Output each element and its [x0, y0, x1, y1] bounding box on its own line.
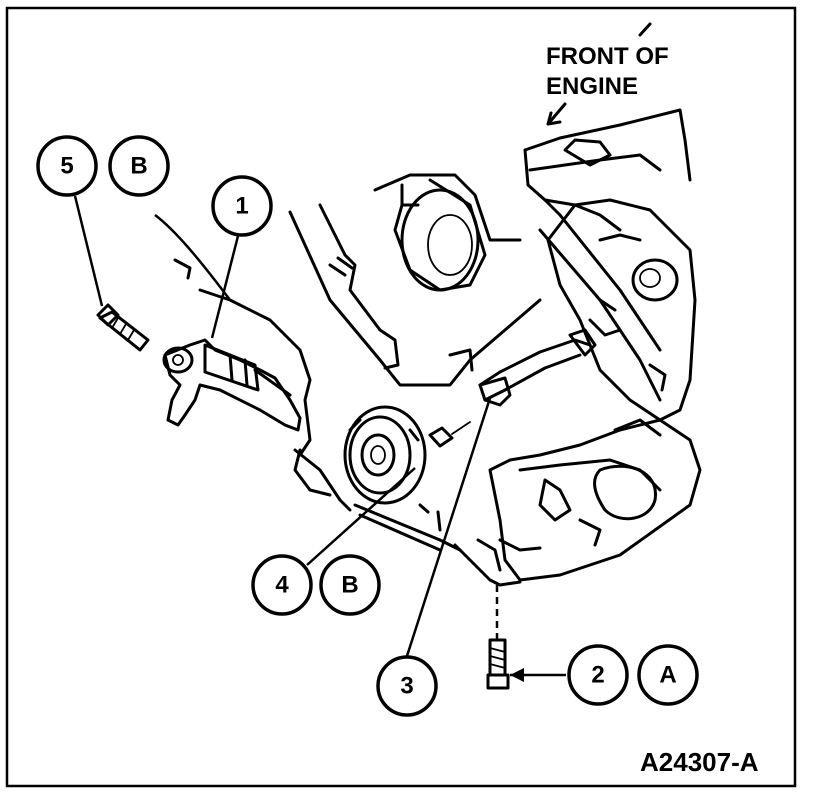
- callout-b-top: B: [108, 135, 170, 197]
- figure-id: A24307-A: [640, 747, 759, 777]
- engine-block-illustration: [288, 108, 702, 690]
- arrowhead-2: [510, 668, 524, 682]
- callout-5: 5: [36, 135, 98, 197]
- callout-3: 3: [376, 655, 438, 717]
- callout-5-label: 5: [60, 153, 73, 180]
- heading-tick: [638, 22, 652, 37]
- callout-a: A: [637, 644, 699, 706]
- callout-1: 1: [211, 175, 273, 237]
- callout-2-label: 2: [591, 662, 604, 689]
- callout-b-bottom: B: [319, 554, 381, 616]
- heading-line-1: FRONT OF: [546, 43, 669, 70]
- callout-a-label: A: [659, 662, 676, 689]
- callout-3-label: 3: [400, 673, 413, 700]
- tensioner-assembly: [96, 258, 352, 512]
- front-of-engine-label: FRONT OF ENGINE: [546, 22, 669, 126]
- callout-b-bottom-label: B: [341, 572, 358, 599]
- callout-4: 4: [251, 554, 313, 616]
- heading-line-2: ENGINE: [546, 73, 638, 100]
- callout-4-label: 4: [275, 572, 289, 599]
- callout-1-label: 1: [235, 193, 248, 220]
- callout-2: 2: [567, 644, 629, 706]
- front-direction-arrow: [546, 102, 567, 126]
- idler-pulley: [343, 328, 597, 552]
- callout-b-top-label: B: [130, 153, 147, 180]
- leader-lines: [73, 195, 566, 682]
- figure-frame: [5, 6, 797, 788]
